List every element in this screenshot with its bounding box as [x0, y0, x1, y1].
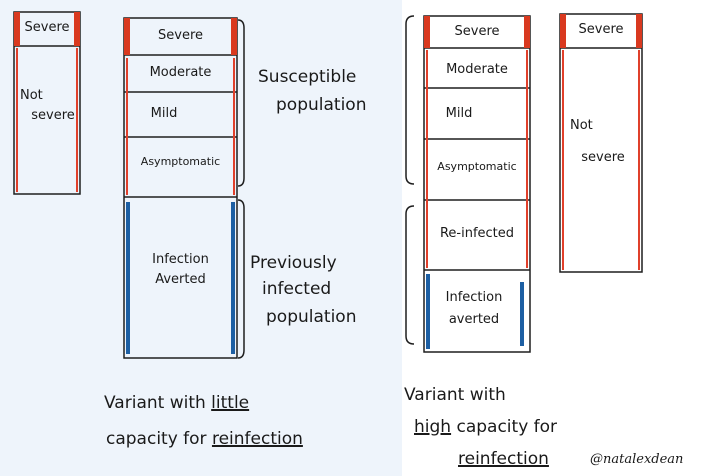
- right-small-severe-label: Severe: [578, 22, 624, 37]
- caption-right-line1: Variant with: [404, 385, 506, 405]
- severe-mark: [424, 16, 430, 48]
- previously-line3: population: [266, 307, 357, 327]
- severe-mark: [124, 18, 130, 55]
- previously-line2: infected: [262, 279, 332, 299]
- caption-right-line3: reinfection: [458, 448, 549, 470]
- left-small-severe2-label: severe: [31, 108, 75, 123]
- right-asymptomatic-label: Asymptomatic: [437, 160, 517, 173]
- left-moderate-label: Moderate: [149, 65, 212, 80]
- severe-mark: [524, 16, 530, 48]
- left-averted-line2: Averted: [155, 272, 206, 287]
- background-wedge: [0, 0, 402, 476]
- caption-right2-post: capacity for: [451, 417, 558, 437]
- right-averted-line1: Infection: [445, 290, 503, 305]
- left-asymptomatic-label: Asymptomatic: [140, 155, 221, 168]
- caption-left-line1: Variant with little: [104, 392, 249, 414]
- caption-left2-pre: capacity for: [106, 429, 212, 449]
- caption-right-line2: high capacity for: [414, 416, 557, 438]
- caption-right2-em: high: [414, 417, 452, 437]
- severe-mark: [636, 14, 642, 48]
- caption-left-em: little: [211, 393, 250, 413]
- right-bar: [423, 15, 531, 353]
- bracket-right-susceptible: [405, 15, 415, 185]
- severe-mark: [14, 12, 20, 46]
- left-bar: [123, 17, 238, 359]
- left-mild-label: Mild: [150, 106, 178, 121]
- signature: @natalexdean: [590, 452, 684, 467]
- right-small-severe2-label: severe: [581, 150, 625, 165]
- bracket-susceptible: [237, 19, 245, 187]
- right-small-not-label: Not: [570, 118, 593, 133]
- severe-mark: [74, 12, 80, 46]
- left-severe-label: Severe: [158, 28, 203, 43]
- caption-right3-em: reinfection: [458, 449, 549, 469]
- right-mild-label: Mild: [445, 106, 473, 121]
- right-severe-label: Severe: [454, 24, 500, 39]
- right-moderate-label: Moderate: [446, 62, 508, 77]
- previously-line1: Previously: [250, 253, 337, 273]
- left-small-severe-label: Severe: [24, 20, 70, 35]
- caption-left-pre: Variant with: [104, 393, 212, 413]
- left-averted-line1: Infection: [152, 252, 209, 267]
- right-reinfected-label: Re-infected: [439, 226, 515, 241]
- left-small-bar: [13, 11, 81, 195]
- left-small-not-label: Not: [20, 88, 43, 103]
- bracket-right-previously: [405, 205, 415, 345]
- caption-left-line2: capacity for reinfection: [106, 428, 303, 450]
- severe-mark: [560, 14, 566, 48]
- susceptible-line2: population: [276, 95, 367, 115]
- bracket-previously: [237, 199, 245, 359]
- susceptible-line1: Susceptible: [258, 67, 357, 87]
- caption-left2-em: reinfection: [211, 429, 303, 449]
- severe-mark: [231, 18, 237, 55]
- right-averted-line2: averted: [448, 312, 500, 327]
- right-small-bar: [559, 13, 643, 273]
